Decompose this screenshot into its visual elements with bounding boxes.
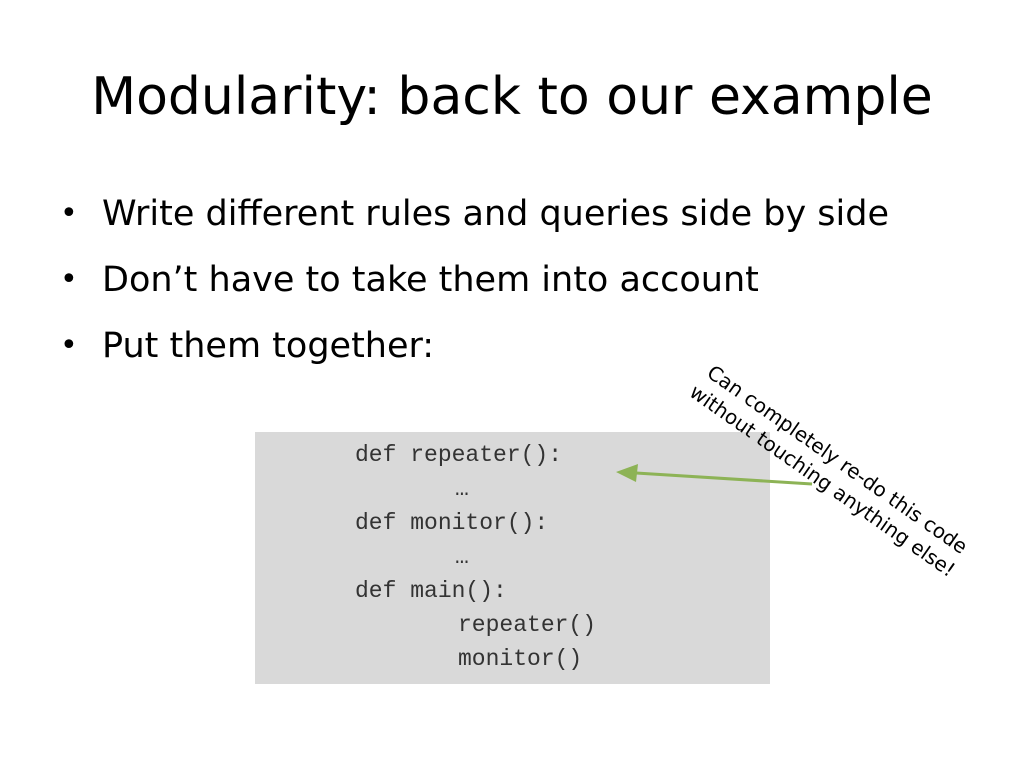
code-line: def main(): [355, 578, 507, 604]
code-line: def monitor(): [355, 510, 549, 536]
code-block: def repeater(): … def monitor(): … def m… [255, 432, 770, 684]
code-line: def repeater(): [355, 442, 563, 468]
bullet-text: Put them together: [102, 326, 435, 366]
bullet-list: • Write different rules and queries side… [60, 185, 889, 383]
bullet-dot-icon: • [60, 262, 78, 297]
bullet-item: • Don’t have to take them into account [60, 251, 889, 317]
bullet-item: • Put them together: [60, 317, 889, 383]
bullet-dot-icon: • [60, 328, 78, 363]
bullet-text: Don’t have to take them into account [102, 260, 759, 300]
bullet-dot-icon: • [60, 196, 78, 231]
code-line: … [455, 476, 469, 502]
code-line: … [455, 544, 469, 570]
bullet-item: • Write different rules and queries side… [60, 185, 889, 251]
bullet-text: Write different rules and queries side b… [102, 194, 890, 234]
code-line: repeater() [458, 612, 597, 638]
slide-title: Modularity: back to our example [91, 67, 933, 127]
code-line: monitor() [458, 646, 583, 672]
